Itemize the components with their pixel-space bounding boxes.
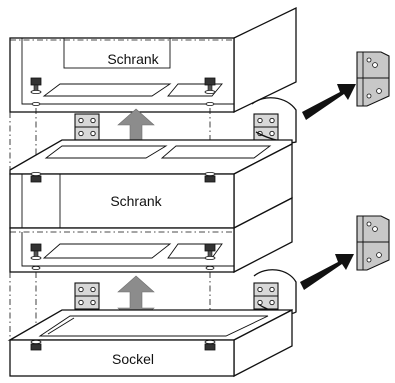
top-cabinet: Schrank [9,6,297,114]
nut-icon [204,339,216,351]
nut-icon [204,171,216,183]
pointer-arrow-icon [302,84,356,120]
pointer-arrow-icon [300,254,354,290]
washer-icon [205,265,215,270]
connector-plate-icon [74,282,100,310]
connector-plate-icon [74,113,100,141]
connector-plate-icon [356,215,390,271]
base-label: Sockel [112,351,154,367]
washer-icon [31,265,41,270]
washer-icon [31,102,41,107]
connector-plate-icon [253,282,279,310]
base-plinth: Sockel [7,308,293,378]
middle-cabinet-label: Schrank [110,193,162,209]
nut-icon [30,339,42,351]
magnifier-callout-icon [251,97,297,144]
top-cabinet-label: Schrank [107,51,159,67]
middle-cabinet: Schrank [9,139,293,274]
nut-icon [30,171,42,183]
connector-plate-icon [356,51,390,107]
washer-icon [205,102,215,107]
